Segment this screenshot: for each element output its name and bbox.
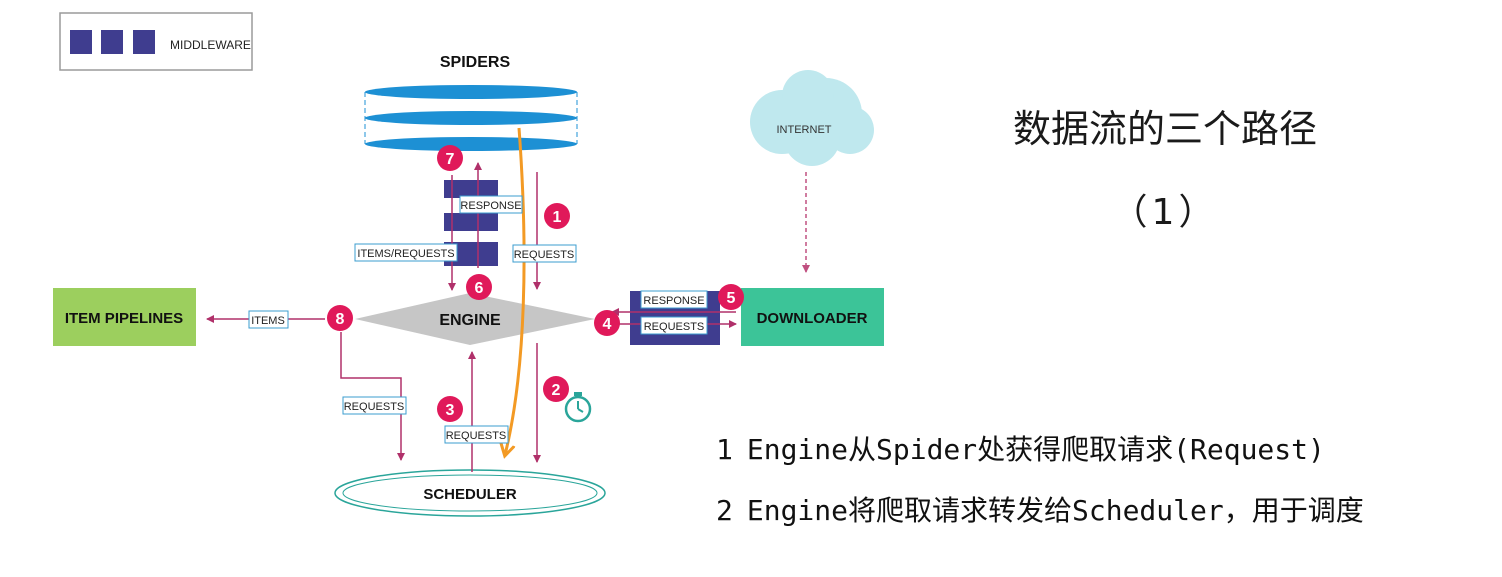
label-requests-right-text: REQUESTS bbox=[514, 249, 575, 261]
step-badge: 4 bbox=[594, 310, 620, 336]
step-text: Engine从Spider处获得爬取请求(Request) bbox=[746, 433, 1325, 466]
label-response-top: RESPONSE bbox=[459, 195, 523, 214]
item-pipelines-label: ITEM PIPELINES bbox=[65, 310, 183, 327]
step-number: 2 bbox=[716, 494, 733, 527]
internet-cloud: INTERNET bbox=[750, 70, 874, 166]
legend-swatch bbox=[133, 30, 155, 54]
step-badge: 1 bbox=[544, 203, 570, 229]
label-response-dl-text: RESPONSE bbox=[643, 295, 704, 307]
spiders-label: SPIDERS bbox=[440, 54, 511, 71]
label-requests-bottom-text: REQUESTS bbox=[446, 430, 507, 442]
item-pipelines-component bbox=[53, 288, 196, 346]
step-number: 1 bbox=[716, 433, 733, 466]
spiders-component bbox=[364, 85, 578, 151]
highlight-path-arrow bbox=[505, 127, 526, 455]
svg-text:5: 5 bbox=[727, 290, 736, 307]
downloader-component bbox=[741, 288, 884, 346]
step-badge: 6 bbox=[466, 274, 492, 300]
step-description-1: 1 Engine从Spider处获得爬取请求(Request) bbox=[716, 428, 1325, 468]
legend-label: MIDDLEWARE bbox=[170, 38, 251, 52]
downloader-label: DOWNLOADER bbox=[757, 310, 868, 327]
step-badge: 2 bbox=[543, 376, 569, 402]
step-description-2: 2 Engine将爬取请求转发给Scheduler，用于调度 bbox=[716, 489, 1364, 529]
svg-text:3: 3 bbox=[446, 402, 455, 419]
step-badge: 3 bbox=[437, 396, 463, 422]
scrapy-architecture-diagram: MIDDLEWARE SPIDERS INTERNET ENGINE ITEM … bbox=[53, 12, 884, 517]
slide-subtitle: （1） bbox=[1111, 192, 1219, 233]
slide-title-block: 数据流的三个路径 （1） bbox=[940, 98, 1390, 235]
flow-arrows bbox=[206, 162, 737, 472]
step-text: Engine将爬取请求转发给Scheduler，用于调度 bbox=[746, 494, 1364, 527]
label-items-requests: ITEMS/REQUESTS bbox=[354, 243, 458, 262]
step-badge: 7 bbox=[437, 145, 463, 171]
label-items: ITEMS bbox=[248, 310, 289, 329]
legend-swatch bbox=[101, 30, 123, 54]
label-requests-left-text: REQUESTS bbox=[344, 401, 405, 413]
svg-text:2: 2 bbox=[552, 382, 561, 399]
label-items-requests-text: ITEMS/REQUESTS bbox=[357, 248, 454, 260]
label-response-dl: RESPONSE bbox=[640, 290, 708, 309]
middleware-legend: MIDDLEWARE bbox=[59, 12, 253, 71]
svg-text:4: 4 bbox=[603, 316, 612, 333]
label-requests-bottom: REQUESTS bbox=[444, 425, 509, 444]
svg-text:6: 6 bbox=[475, 280, 484, 297]
svg-text:7: 7 bbox=[446, 151, 455, 168]
step-badge: 5 bbox=[718, 284, 744, 310]
label-response-top-text: RESPONSE bbox=[460, 200, 521, 212]
svg-text:1: 1 bbox=[553, 209, 562, 226]
svg-text:8: 8 bbox=[336, 311, 345, 328]
scheduler-label: SCHEDULER bbox=[423, 486, 517, 503]
label-requests-left: REQUESTS bbox=[342, 396, 407, 415]
legend-swatch bbox=[70, 30, 92, 54]
label-requests-dl: REQUESTS bbox=[640, 316, 708, 335]
scheduler-component bbox=[334, 469, 606, 517]
slide-title: 数据流的三个路径 bbox=[1012, 107, 1317, 151]
label-requests-right: REQUESTS bbox=[512, 244, 577, 263]
label-items-text: ITEMS bbox=[251, 315, 285, 327]
engine-component bbox=[355, 293, 595, 345]
internet-label: INTERNET bbox=[777, 124, 832, 136]
timer-icon bbox=[564, 392, 592, 423]
engine-label: ENGINE bbox=[439, 312, 501, 329]
label-requests-dl-text: REQUESTS bbox=[644, 321, 705, 333]
step-badge: 8 bbox=[327, 305, 353, 331]
